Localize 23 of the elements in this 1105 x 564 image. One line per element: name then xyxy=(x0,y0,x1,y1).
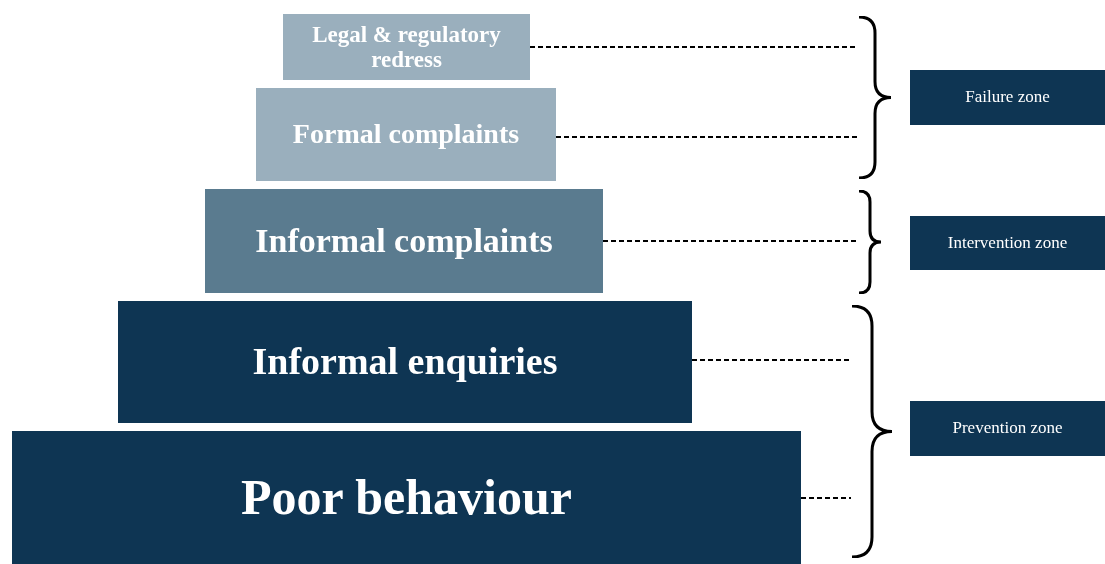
tier-label: Formal complaints xyxy=(291,119,521,150)
zone-box xyxy=(910,216,1105,270)
zone-label: Prevention zone xyxy=(951,419,1064,438)
dashed-line xyxy=(691,359,852,361)
dashed-line xyxy=(602,240,859,242)
curly-brace xyxy=(858,190,882,294)
curly-brace xyxy=(858,16,892,179)
tier-box xyxy=(283,14,530,80)
tier-box xyxy=(12,431,801,564)
dashed-line xyxy=(800,497,852,499)
tier-label: Informal enquiries xyxy=(251,341,559,383)
zone-label: Failure zone xyxy=(964,88,1051,107)
zone-box xyxy=(910,70,1105,125)
tier-label: Informal complaints xyxy=(254,222,554,260)
tier-box xyxy=(205,189,603,293)
zone-box xyxy=(910,401,1105,456)
tier-label: Poor behaviour xyxy=(240,470,573,525)
tier-label: Legal & regulatory redress xyxy=(311,21,502,73)
curly-brace xyxy=(851,305,893,558)
zone-label: Intervention zone xyxy=(946,233,1069,253)
tier-box xyxy=(118,301,692,423)
dashed-line xyxy=(555,136,859,138)
tier-box xyxy=(256,88,556,181)
